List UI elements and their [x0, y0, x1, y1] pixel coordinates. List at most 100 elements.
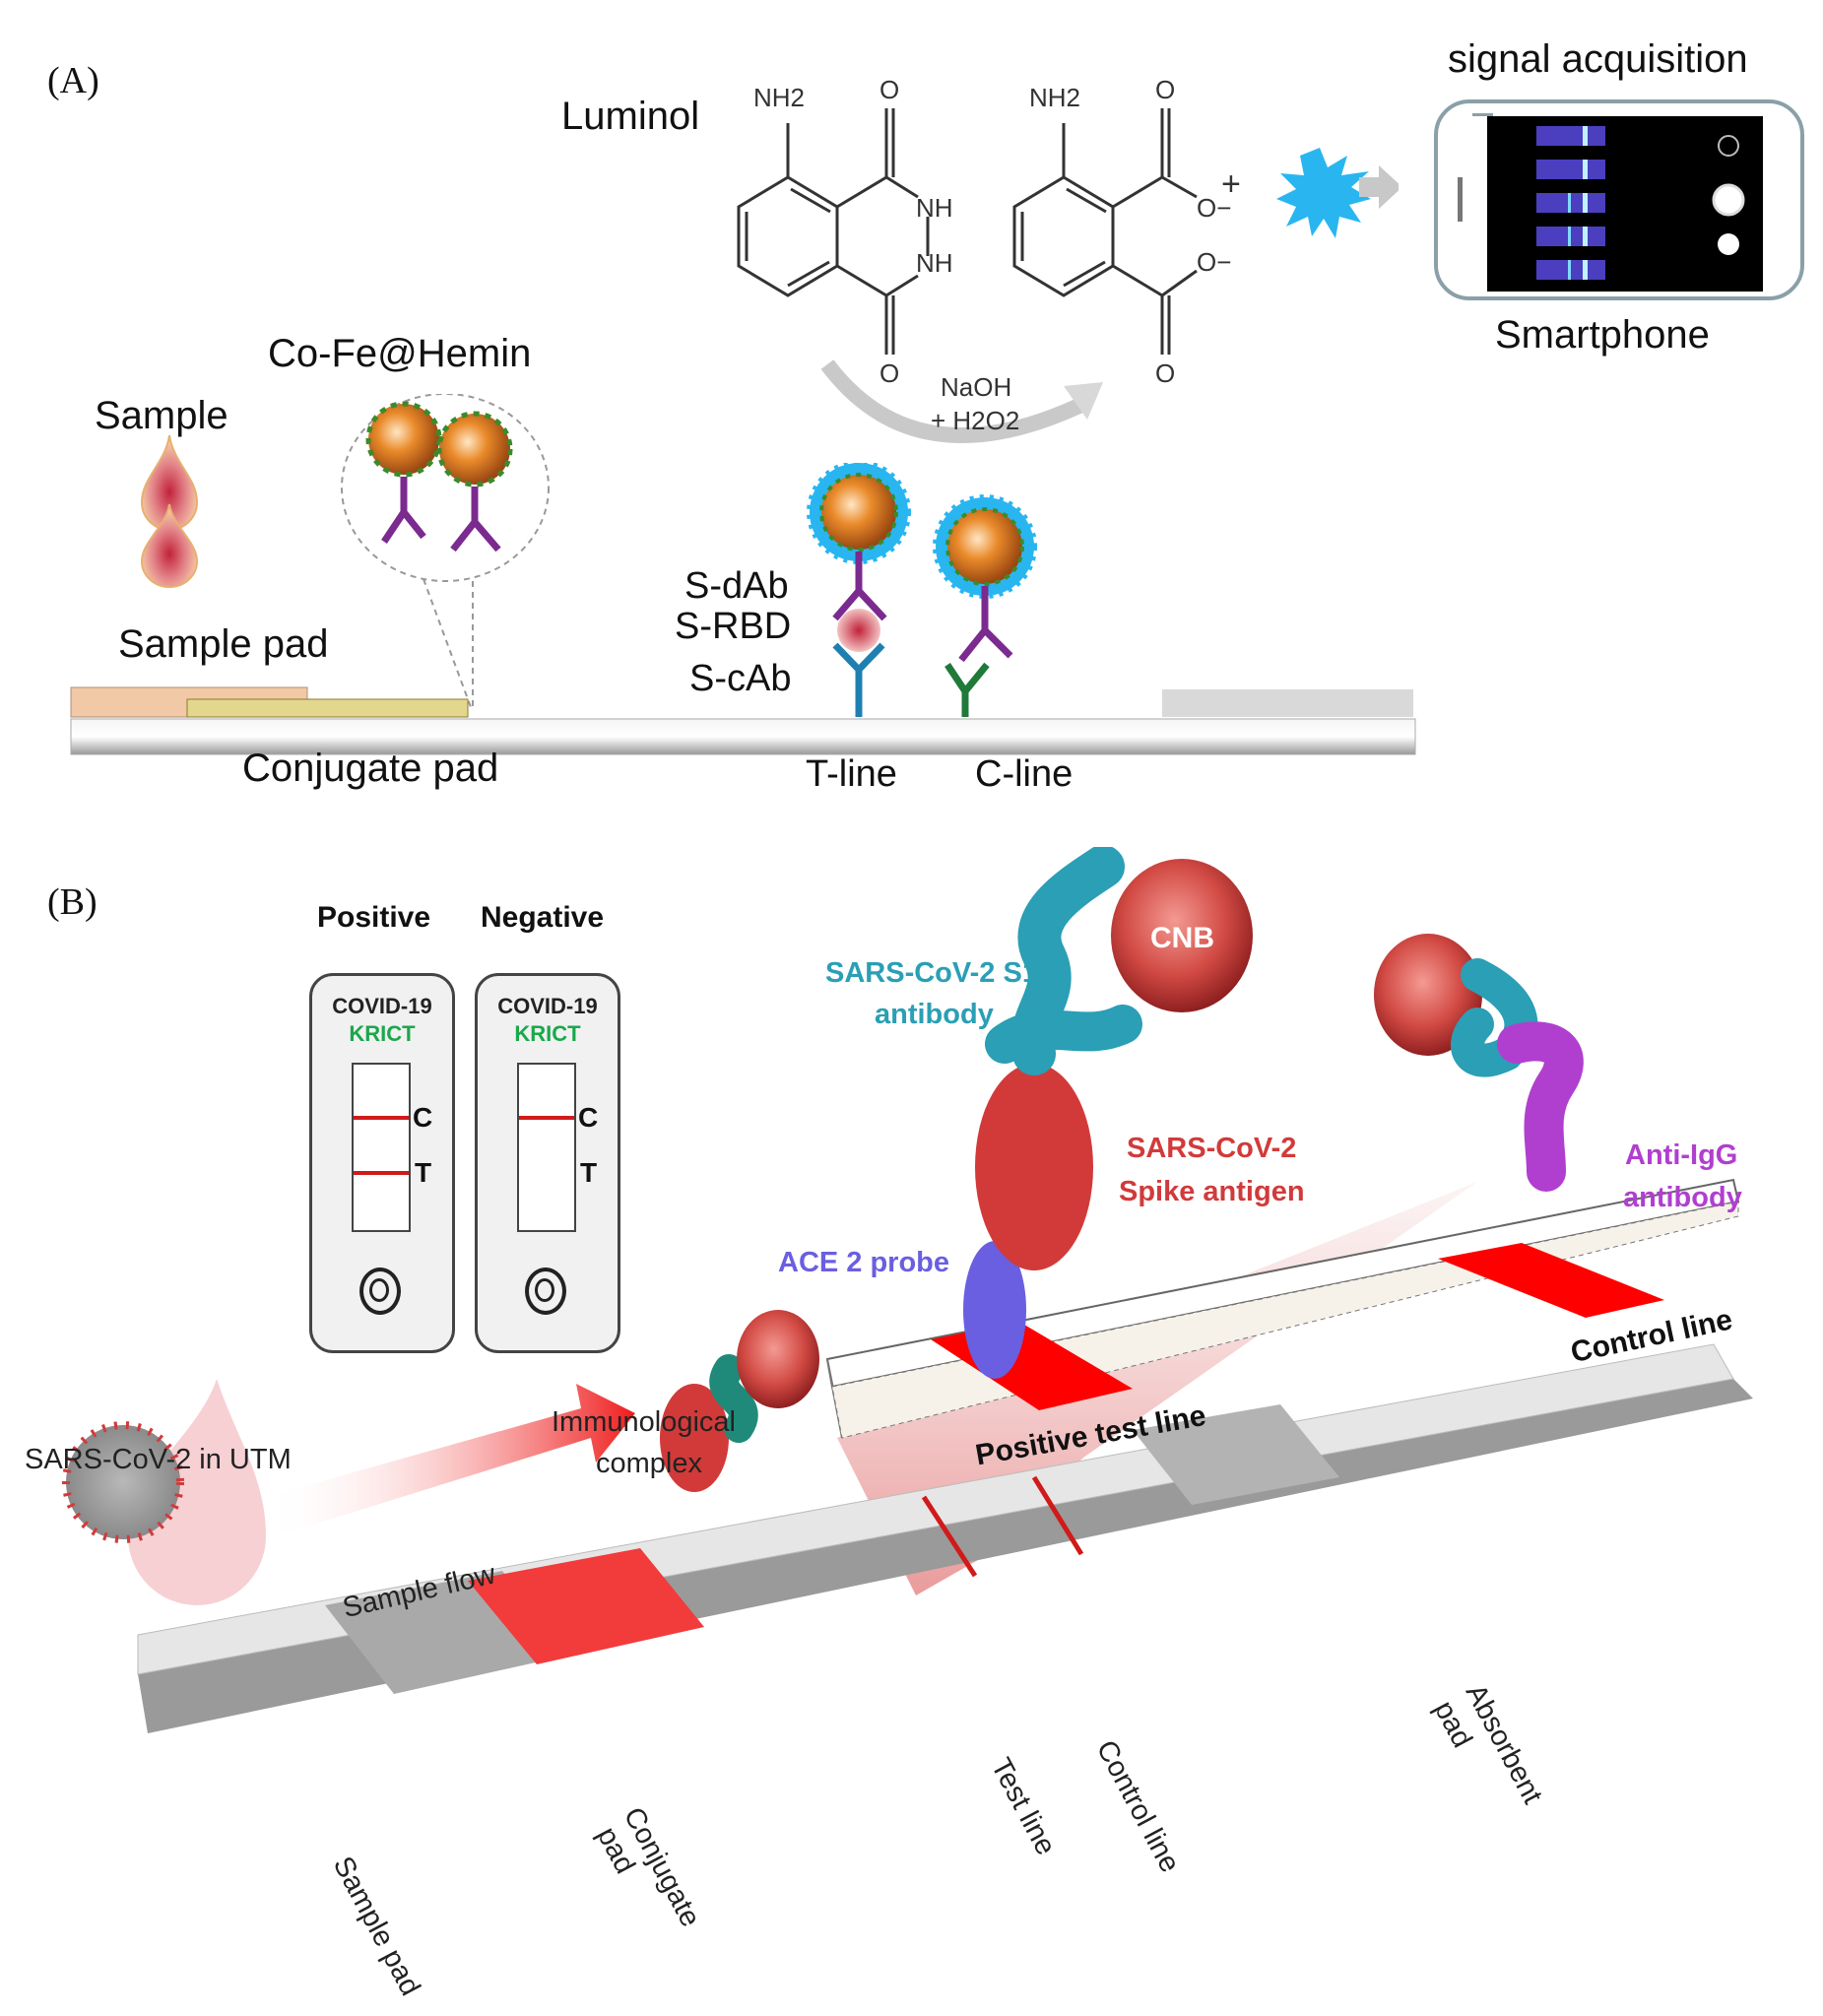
immunological-complex [660, 1310, 819, 1492]
panel-a-label: (A) [47, 60, 99, 101]
t-line-label: T-line [806, 753, 897, 795]
s1-antibody-label-line2: antibody [875, 999, 994, 1030]
smartphone [1434, 99, 1804, 300]
reagent-line1: NaOH [941, 372, 1011, 402]
o-label-3: O [1155, 75, 1175, 104]
immunological-label-line1: Immunological [552, 1406, 736, 1438]
ace2-probe [963, 1241, 1026, 1379]
nh2-label-2: NH2 [1029, 83, 1080, 112]
detection-complexes [807, 463, 1037, 717]
shutter-button-icon [1712, 183, 1745, 217]
nanozyme-antibody-conjugate [436, 411, 513, 553]
phone-strip-t-band [1568, 260, 1571, 280]
s1-antibody-label-line1: SARS-CoV-2 S1 [825, 957, 1038, 989]
absorbent-pad-b [1133, 1404, 1339, 1505]
test-line-b [921, 1495, 978, 1578]
control-line-molecular-complex [1374, 934, 1584, 1192]
result-window [352, 1063, 411, 1232]
magnified-strip [825, 1178, 1740, 1439]
t-mark: T [415, 1157, 432, 1188]
test-line-mark [354, 1171, 409, 1175]
nh-label-1: NH [916, 193, 953, 223]
o-label-2: O [879, 358, 899, 388]
spike-label-line1: SARS-CoV-2 [1127, 1133, 1297, 1164]
utm-droplet-icon [128, 1379, 266, 1605]
control-line-b [1031, 1475, 1084, 1556]
s-rbd-label: S-RBD [675, 606, 792, 647]
nanozyme-antibody-conjugate [365, 401, 442, 544]
phone-strips [1536, 126, 1605, 280]
panel-b-illustration: CNB [62, 847, 1753, 1733]
phone-strip-t-band [1568, 227, 1571, 246]
cassette-brand: KRICT [349, 1021, 416, 1046]
sample-pad-label: Sample pad [118, 622, 329, 666]
signal-acquisition-label: signal acquisition [1448, 37, 1748, 81]
result-window [517, 1063, 576, 1232]
sars-in-utm-label: SARS-CoV-2 in UTM [25, 1444, 292, 1475]
nh-label-2: NH [916, 248, 953, 278]
spike-label-line2: Spike antigen [1119, 1176, 1305, 1207]
absorbent-pad-a [1162, 689, 1413, 717]
cassette-title: COVID-19 [332, 994, 432, 1018]
phone-strip-c-band [1583, 227, 1588, 246]
phone-strip-c-band [1583, 260, 1588, 280]
t-mark: T [580, 1157, 598, 1188]
plus-sign: + [1221, 165, 1241, 203]
light-burst-icon [1276, 148, 1371, 238]
o-minus-label-1: O− [1197, 193, 1231, 223]
o-label-4: O [1155, 358, 1175, 388]
conjugate-pad-b [468, 1548, 704, 1664]
phone-strip-c-band [1583, 193, 1588, 213]
ace2-probe-label: ACE 2 probe [778, 1247, 950, 1278]
c-mark: C [578, 1102, 599, 1133]
sample-droplets-icon [140, 434, 199, 588]
anti-igg-label-line1: Anti-IgG [1625, 1139, 1738, 1171]
aminophthalate-molecule [1012, 108, 1198, 355]
anti-igg-antibody [1497, 1021, 1584, 1192]
conjugate-pad-label: Conjugate pad [242, 747, 499, 790]
luminol-molecule [737, 108, 930, 355]
luminol-label: Luminol [561, 95, 700, 138]
positive-label: Positive [317, 901, 431, 934]
test-line-molecular-complex [963, 847, 1253, 1379]
phone-strip-c-band [1583, 126, 1588, 146]
conjugate-zoom-callout [341, 394, 550, 708]
control-line-mark [519, 1116, 574, 1120]
conjugate-pad-a [186, 698, 469, 718]
virus-icon [62, 1421, 184, 1543]
negative-label: Negative [481, 901, 605, 934]
cnb-particle [1111, 859, 1253, 1012]
sample-label: Sample [95, 394, 228, 437]
cassette-title: COVID-19 [497, 994, 598, 1018]
cassette-brand: KRICT [514, 1021, 581, 1046]
gallery-button-icon [1718, 233, 1739, 255]
c-line-label: C-line [975, 753, 1074, 795]
cnb-particle-control [1374, 934, 1482, 1056]
nh2-label-1: NH2 [753, 83, 805, 112]
anti-igg-label-line2: antibody [1623, 1182, 1742, 1213]
gray-arrow-icon [1359, 165, 1399, 209]
spike-antigen [975, 1064, 1093, 1270]
sample-well-icon [359, 1268, 401, 1315]
co-fe-hemin-label: Co-Fe@Hemin [268, 332, 532, 375]
smartphone-label: Smartphone [1495, 313, 1710, 357]
sample-well-icon [525, 1268, 566, 1315]
t-line-complex [807, 463, 911, 717]
phone-strip [1536, 160, 1605, 179]
immunological-label-line2: complex [596, 1448, 702, 1479]
home-button-icon [1458, 177, 1463, 222]
c-line-complex [933, 494, 1037, 717]
negative-cassette: COVID-19 KRICT C T [475, 973, 620, 1353]
phone-strip [1536, 126, 1605, 146]
lateral-flow-strip-a [70, 686, 1416, 755]
o-label-1: O [879, 75, 899, 104]
o-minus-label-2: O− [1197, 247, 1231, 277]
phone-strip-t-band [1568, 193, 1571, 213]
s-cab-label: S-cAb [689, 658, 792, 699]
reaction-curved-arrow [820, 359, 1087, 443]
lateral-flow-strip-b [137, 1343, 1753, 1733]
s-dab-label: S-dAb [684, 565, 789, 607]
control-line-mark [354, 1116, 409, 1120]
cnb-label: CNB [1150, 922, 1214, 954]
reagent-line2: + H2O2 [931, 406, 1019, 435]
